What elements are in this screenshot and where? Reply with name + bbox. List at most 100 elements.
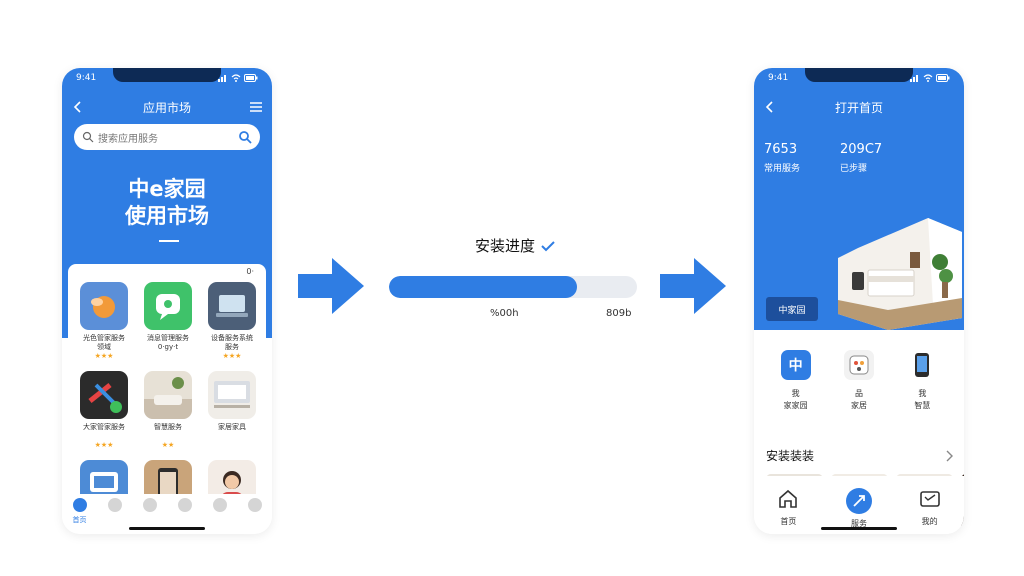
home-phone: 9:41 打开首页 7653 常用服务 209C7 已步骤 中家园 中 [754,68,964,534]
signal-icon [218,75,226,82]
quick-action-smart[interactable]: 我智慧 [897,350,947,412]
home-button[interactable]: 中家园 [766,297,818,321]
device-tile-icon [843,350,874,380]
search-submit-icon[interactable] [238,130,252,144]
apps-tab-icon [107,498,122,512]
status-bar: 9:41 [62,68,272,88]
right-arrow-icon [660,258,726,314]
tools-icon [80,371,128,419]
quick-action-home[interactable]: 中 我家家园 [771,350,821,412]
tab-bar: 首页 服务 我的 [754,476,964,534]
app-market-phone: 9:41 应用市场 搜索应用服务 中e家园 使用市场 0· 光色管家服务领域 ★… [62,68,272,534]
right-arrow-icon [298,258,364,314]
home-indicator[interactable] [821,527,897,530]
phone-device-icon [907,350,938,380]
message-icon [919,491,940,507]
app-name: 家居家具 [218,423,246,431]
app-item[interactable] [76,460,132,500]
app-item[interactable] [204,460,260,500]
app-item[interactable]: 智慧服务 ★★ [140,371,196,450]
search-bar[interactable]: 搜索应用服务 [74,124,260,150]
wifi-icon [923,74,933,82]
hero-line-2: 使用市场 [125,204,209,228]
app-item[interactable]: 光色管家服务领域 ★★★ [76,282,132,361]
tab-tools[interactable] [177,498,192,515]
home-content: 中 我家家园 品家居 我智慧 安装装装 [754,332,964,534]
person-photo-icon [208,460,256,500]
room-illustration [838,218,962,330]
section-title: 安装装装 [766,449,815,463]
back-arrow-icon[interactable] [762,99,778,115]
tab-home[interactable]: 首页 [72,498,87,525]
page-title: 打开首页 [834,100,883,115]
stat-steps: 209C7 已步骤 [840,142,883,174]
tab-apps[interactable] [107,498,122,515]
app-item[interactable]: 大家管家服务 ★★★ [76,371,132,450]
chevron-right-icon[interactable] [946,450,954,462]
card-tag: 0· [246,267,254,276]
home-icon [779,489,798,508]
search-icon [82,131,94,143]
message-tab-icon [212,498,227,512]
media-tab-icon [142,498,157,512]
app-rating: ★★★ [222,352,242,360]
chat-bubble-icon [144,282,192,330]
tab-home[interactable]: 首页 [777,488,799,527]
progress-title: 安装进度 [440,235,590,256]
quick-action-furniture[interactable]: 品家居 [834,350,884,412]
tab-messages[interactable] [212,498,227,515]
search-placeholder: 搜索应用服务 [98,133,158,145]
battery-icon [244,74,258,82]
status-time: 9:41 [76,73,97,83]
app-rating: ★★★ [94,352,114,360]
quick-actions: 中 我家家园 品家居 我智慧 [764,350,954,412]
page-title: 应用市场 [142,100,191,115]
zhong-logo-icon: 中 [780,350,811,380]
status-bar: 9:41 [754,68,964,88]
phone-notch [805,68,913,82]
app-name: 光色管家服务领域 [83,334,125,351]
progress-label-right: 809b [606,308,632,319]
phone-photo-icon [144,460,192,500]
hero-title: 中e家园 使用市场 [62,176,272,230]
signal-icon [910,75,918,82]
compass-icon [845,488,872,514]
home-tab-icon [72,498,87,512]
laptop-icon [208,282,256,330]
phone-notch [113,68,221,82]
tools-tab-icon [177,498,192,512]
progress-bar [389,276,637,298]
app-name: 大家管家服务 [83,423,125,431]
profile-tab-icon [247,498,262,512]
tab-media[interactable] [142,498,157,515]
section-header[interactable]: 安装装装 [766,447,954,464]
progress-label-left: %00h [490,308,519,319]
app-rating: ★★★ [94,441,114,449]
hero-line-1: 中e家园 [128,177,206,201]
filter-menu-icon[interactable] [248,99,264,115]
app-item[interactable] [140,460,196,500]
nav-bar: 打开首页 [754,96,964,118]
stat-services: 7653 常用服务 [764,142,801,174]
tv-icon [80,460,128,500]
tab-profile[interactable]: 我的 [919,488,941,527]
back-arrow-icon[interactable] [70,99,86,115]
battery-icon [936,74,950,82]
check-icon [541,240,555,251]
home-indicator[interactable] [129,527,205,530]
app-item[interactable]: 家居家具 [204,371,260,450]
desk-icon [208,371,256,419]
wifi-icon [231,74,241,82]
orange-blob-icon [80,282,128,330]
app-item[interactable]: 设备服务系统服务 ★★★ [204,282,260,361]
living-room-icon [144,371,192,419]
status-time: 9:41 [768,73,789,83]
tab-services[interactable]: 服务 [845,488,872,529]
app-name: 智慧服务 [154,423,182,431]
tab-profile[interactable] [247,498,262,515]
app-name: 设备服务系统服务 [211,334,253,351]
